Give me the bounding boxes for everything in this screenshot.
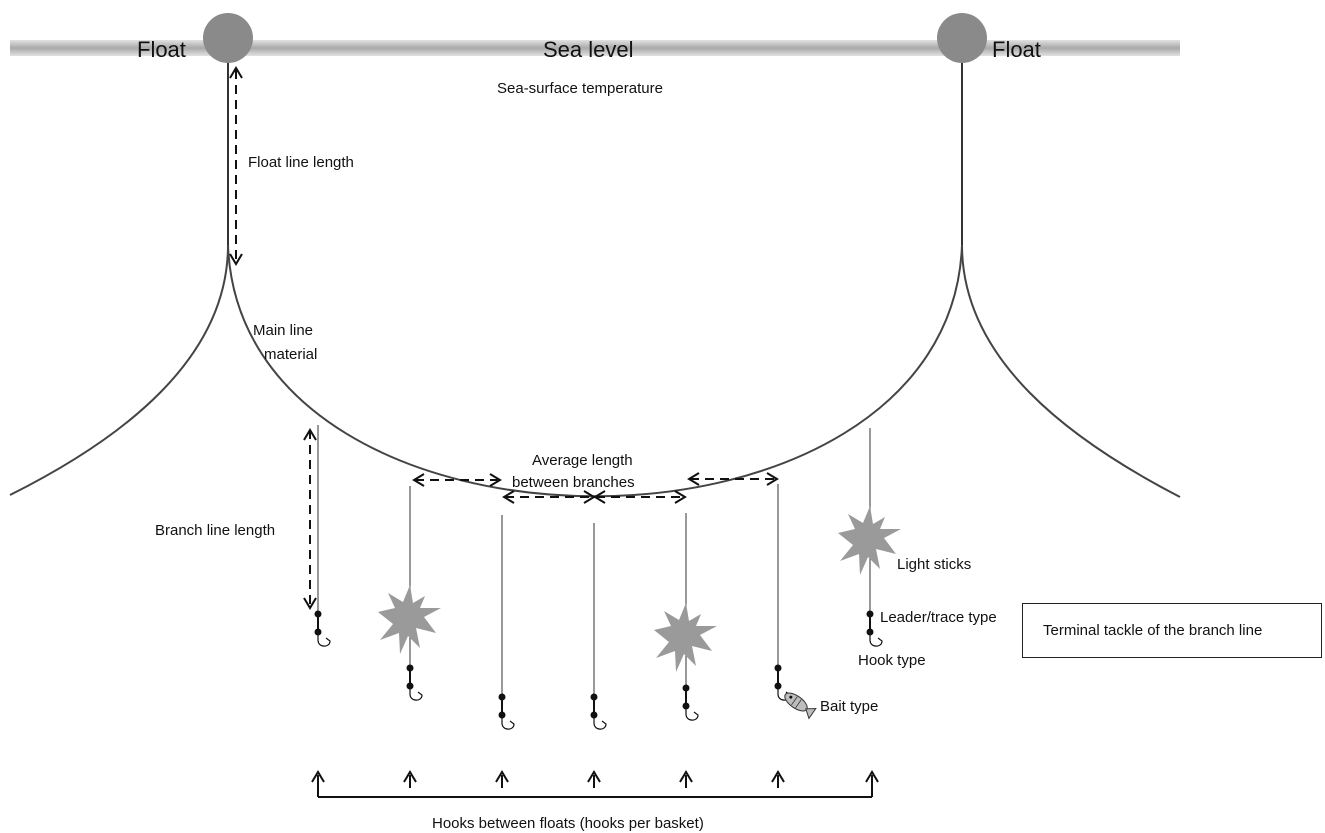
hook-icon [317,634,331,647]
bait-type-label: Bait type [820,698,878,715]
float-label-left: Float [137,37,186,62]
sea-level-label: Sea level [543,37,634,62]
sea-surface-temperature-label: Sea-surface temperature [497,80,663,97]
terminal-tackle-callout: Terminal tackle of the branch line [1022,603,1322,658]
leader-trace-type-label: Leader/trace type [880,609,997,626]
light-stick-icon [838,506,901,575]
light-stick-icon [378,585,441,654]
terminal-tackle-callout-text: Terminal tackle of the branch line [1043,622,1263,639]
average-length-label-2: between branches [512,474,635,491]
hook-icon [501,717,515,730]
hook-type-label: Hook type [858,652,926,669]
float-label-right: Float [992,37,1041,62]
bait-fish-icon [784,692,817,720]
hooks-between-floats-scale [311,770,879,798]
hook-icon [593,717,607,730]
branch-spacing-arrows [412,472,779,504]
hook-icon [869,634,883,647]
float-line-length-label: Float line length [248,154,354,171]
hook-icon [409,688,423,701]
main-line-right-outer [961,244,1181,498]
main-line-left-outer [9,244,229,496]
float-icon [203,13,253,63]
light-stick-icon [654,603,717,672]
main-line-material-label-1: Main line [253,322,313,339]
float-icon [937,13,987,63]
hooks-between-floats-label: Hooks between floats (hooks per basket) [432,815,704,832]
average-length-label-1: Average length [532,452,633,469]
sea-surface-band [10,40,1180,56]
main-line-material-label-2: material [264,346,317,363]
branch-line-length-arrow [303,428,317,610]
branch-line-length-label: Branch line length [155,522,275,539]
hook-icon [685,708,699,721]
terminal-tackle [314,610,883,730]
light-sticks-label: Light sticks [897,556,971,573]
float-line-length-arrow [229,66,243,266]
